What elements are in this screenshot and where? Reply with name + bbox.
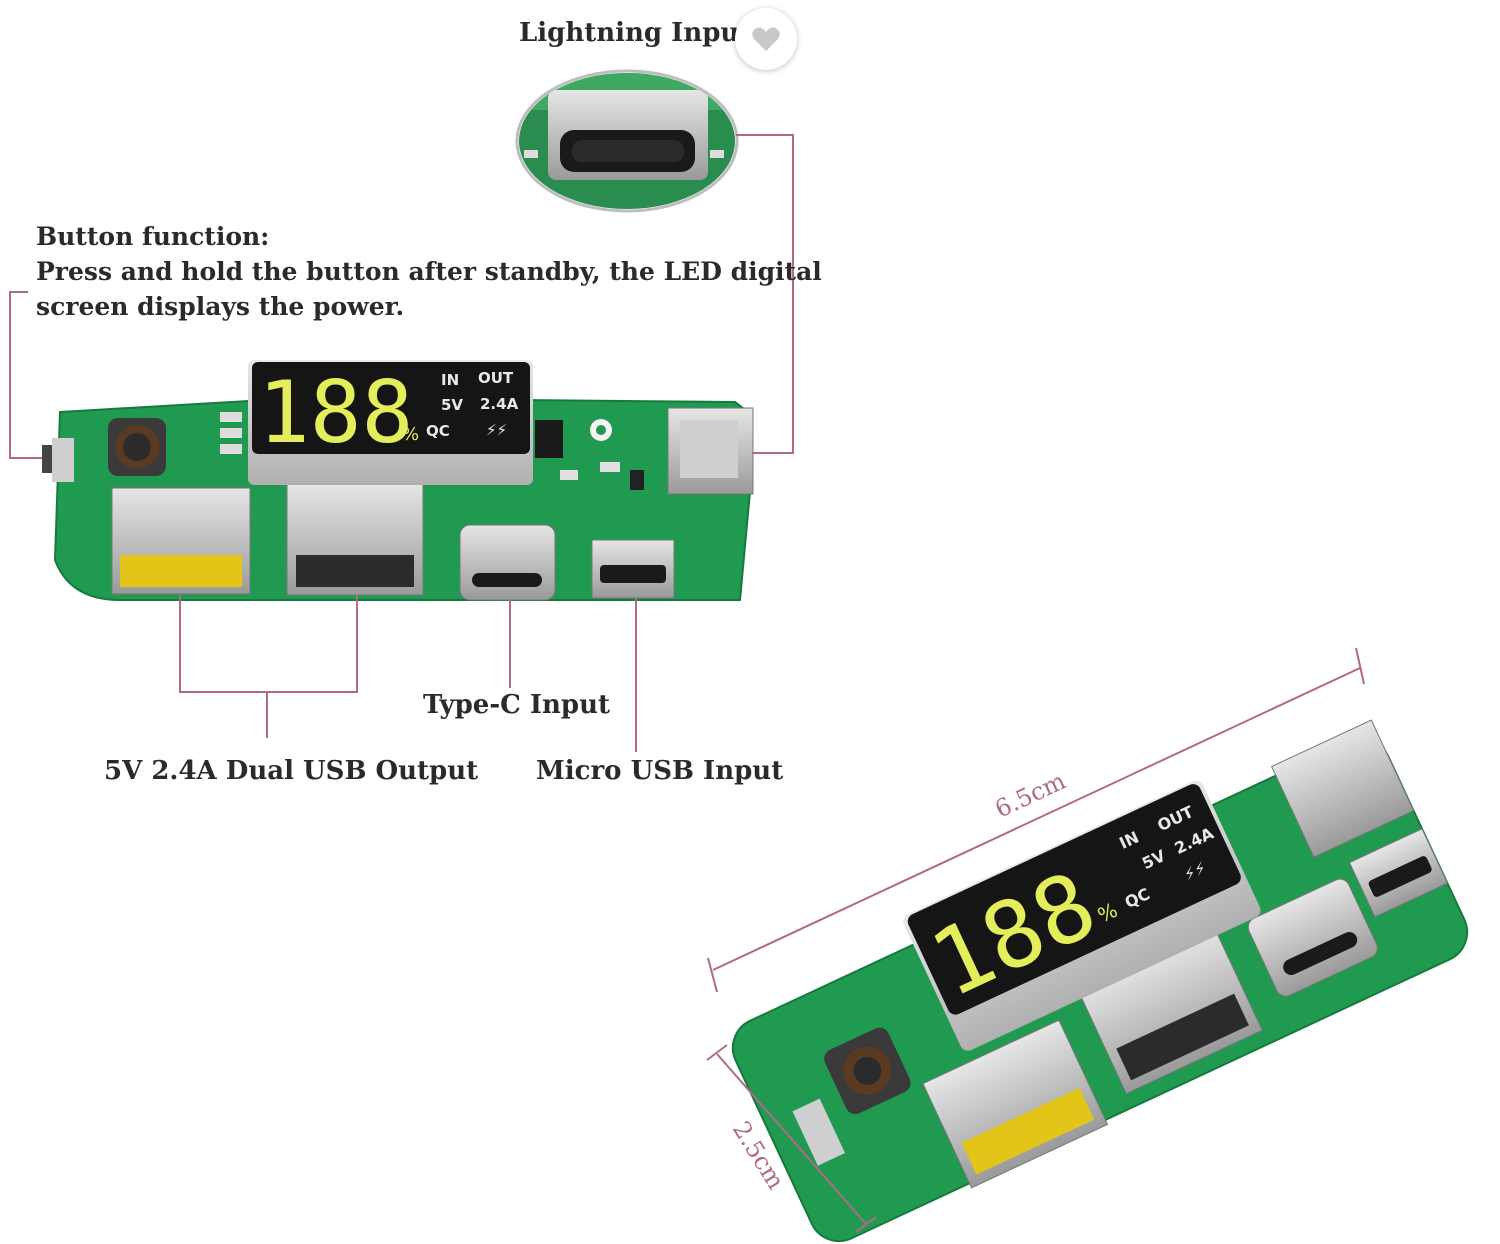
lightning-zoom-lens	[515, 69, 739, 213]
dimension-lines	[706, 647, 1365, 1233]
dual-usb-output-label: 5V 2.4A Dual USB Output	[104, 756, 479, 786]
top-display-bolt: ⚡⚡	[486, 421, 507, 439]
top-pcb	[42, 396, 754, 601]
top-display-digits: 188	[258, 363, 413, 463]
lightning-input-label: Lightning Input	[519, 18, 752, 48]
top-display-amp: 2.4A	[480, 395, 519, 413]
top-display-volt: 5V	[441, 396, 463, 414]
button-function-title: Button function:	[36, 222, 270, 251]
button-function-line2: screen displays the power.	[36, 292, 405, 321]
micro-usb-input-label: Micro USB Input	[536, 756, 784, 786]
top-display-out: OUT	[478, 369, 514, 387]
type-c-input-label: Type-C Input	[423, 690, 611, 720]
button-function-line1: Press and hold the button after standby,…	[36, 257, 822, 286]
top-display-in: IN	[441, 371, 459, 389]
bottom-pcb: 188 % IN OUT 5V 2.4A QC ⚡⚡	[731, 719, 1469, 1243]
top-display-qc: QC	[426, 422, 450, 440]
length-dimension-label: 6.5cm	[991, 767, 1070, 824]
top-led-display: 188 % IN OUT 5V 2.4A QC ⚡⚡	[248, 360, 533, 485]
leader-lines	[9, 134, 794, 752]
heart-icon	[752, 27, 780, 51]
top-display-percent: %	[402, 424, 419, 445]
favorite-button[interactable]	[735, 8, 797, 70]
